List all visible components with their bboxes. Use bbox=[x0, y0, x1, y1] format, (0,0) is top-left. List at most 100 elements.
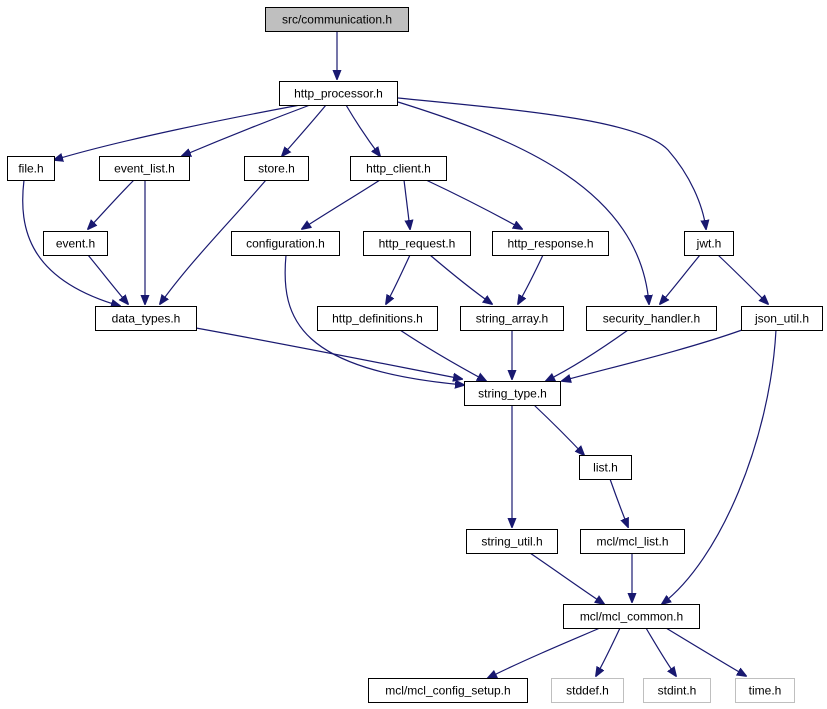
node-label: http_response.h bbox=[507, 237, 593, 251]
node-label: event.h bbox=[56, 237, 95, 251]
node-string-type-h[interactable]: string_type.h bbox=[464, 381, 561, 406]
node-box bbox=[231, 231, 340, 256]
edge-jwt-h-to-json-util-h bbox=[717, 254, 768, 304]
node-box bbox=[7, 156, 55, 181]
node-box bbox=[350, 156, 447, 181]
node-event-list-h[interactable]: event_list.h bbox=[99, 156, 190, 181]
node-label: string_util.h bbox=[481, 535, 542, 549]
node-http-processor-h[interactable]: http_processor.h bbox=[279, 81, 398, 106]
node-label: store.h bbox=[258, 162, 295, 176]
node-label: file.h bbox=[18, 162, 43, 176]
node-box bbox=[265, 7, 409, 32]
node-mcl-mcl-config-setup-h[interactable]: mcl/mcl_config_setup.h bbox=[368, 678, 528, 703]
edge-http-processor-h-to-file-h bbox=[54, 104, 301, 160]
node-jwt-h[interactable]: jwt.h bbox=[684, 231, 734, 256]
node-label: jwt.h bbox=[696, 237, 722, 251]
node-box bbox=[735, 678, 795, 703]
node-http-definitions-h[interactable]: http_definitions.h bbox=[317, 306, 438, 331]
edge-http-processor-h-to-http-client-h bbox=[345, 104, 380, 156]
node-label: event_list.h bbox=[114, 162, 175, 176]
node-box bbox=[741, 306, 823, 331]
edge-http-client-h-to-http-response-h bbox=[425, 179, 522, 229]
node-box bbox=[244, 156, 309, 181]
edge-file-h-to-data-types-h bbox=[22, 179, 120, 306]
edge-http-definitions-h-to-string-type-h bbox=[399, 329, 486, 381]
edge-http-request-h-to-string-array-h bbox=[429, 254, 492, 304]
node-box bbox=[460, 306, 564, 331]
edges-layer bbox=[22, 31, 777, 678]
node-label: http_client.h bbox=[366, 162, 431, 176]
edge-mcl-mcl-common-h-to-time-h bbox=[665, 627, 746, 676]
node-box bbox=[563, 604, 700, 629]
node-box bbox=[580, 529, 685, 554]
node-stddef-h[interactable]: stddef.h bbox=[551, 678, 624, 703]
node-label: http_definitions.h bbox=[332, 312, 423, 326]
node-box bbox=[95, 306, 197, 331]
edge-store-h-to-data-types-h bbox=[160, 179, 267, 304]
node-http-request-h[interactable]: http_request.h bbox=[363, 231, 471, 256]
node-box bbox=[279, 81, 398, 106]
node-label: string_array.h bbox=[476, 312, 548, 326]
node-label: http_request.h bbox=[379, 237, 456, 251]
edge-http-processor-h-to-security-handler-h bbox=[397, 101, 649, 304]
node-label: mcl/mcl_list.h bbox=[596, 535, 668, 549]
node-stdint-h[interactable]: stdint.h bbox=[643, 678, 711, 703]
node-http-response-h[interactable]: http_response.h bbox=[492, 231, 609, 256]
node-label: time.h bbox=[749, 684, 782, 698]
node-box bbox=[317, 306, 438, 331]
node-box bbox=[99, 156, 190, 181]
node-json-util-h[interactable]: json_util.h bbox=[741, 306, 823, 331]
node-string-array-h[interactable]: string_array.h bbox=[460, 306, 564, 331]
node-box bbox=[363, 231, 471, 256]
edge-http-processor-h-to-jwt-h bbox=[397, 97, 706, 229]
edge-event-list-h-to-event-h bbox=[88, 179, 135, 229]
node-string-util-h[interactable]: string_util.h bbox=[466, 529, 558, 554]
node-src-communication-h[interactable]: src/communication.h bbox=[265, 7, 409, 32]
node-list-h[interactable]: list.h bbox=[579, 455, 632, 480]
node-label: mcl/mcl_common.h bbox=[580, 610, 683, 624]
edge-http-client-h-to-configuration-h bbox=[302, 179, 381, 229]
node-data-types-h[interactable]: data_types.h bbox=[95, 306, 197, 331]
nodes-layer: src/communication.h http_processor.h file.… bbox=[7, 7, 823, 703]
edge-event-h-to-data-types-h bbox=[87, 254, 128, 304]
node-box bbox=[684, 231, 734, 256]
node-label: src/communication.h bbox=[282, 13, 392, 27]
node-box bbox=[43, 231, 108, 256]
edge-http-client-h-to-http-request-h bbox=[403, 179, 410, 229]
node-time-h[interactable]: time.h bbox=[735, 678, 795, 703]
node-label: stddef.h bbox=[566, 684, 609, 698]
node-box bbox=[466, 529, 558, 554]
edge-http-processor-h-to-event-list-h bbox=[182, 104, 311, 156]
node-label: security_handler.h bbox=[603, 312, 700, 326]
node-mcl-mcl-list-h[interactable]: mcl/mcl_list.h bbox=[580, 529, 685, 554]
edge-list-h-to-mcl-mcl-list-h bbox=[609, 478, 628, 527]
node-label: data_types.h bbox=[112, 312, 181, 326]
edge-configuration-h-to-string-type-h bbox=[284, 254, 464, 385]
node-box bbox=[492, 231, 609, 256]
edge-json-util-h-to-mcl-mcl-common-h bbox=[662, 329, 777, 604]
node-box bbox=[586, 306, 717, 331]
node-file-h[interactable]: file.h bbox=[7, 156, 55, 181]
node-store-h[interactable]: store.h bbox=[244, 156, 309, 181]
edge-http-processor-h-to-store-h bbox=[282, 104, 327, 156]
node-http-client-h[interactable]: http_client.h bbox=[350, 156, 447, 181]
edge-security-handler-h-to-string-type-h bbox=[546, 329, 629, 381]
edge-json-util-h-to-string-type-h bbox=[562, 329, 743, 381]
edge-string-type-h-to-list-h bbox=[533, 404, 584, 455]
edge-string-util-h-to-mcl-mcl-common-h bbox=[529, 552, 604, 604]
node-mcl-mcl-common-h[interactable]: mcl/mcl_common.h bbox=[563, 604, 700, 629]
node-configuration-h[interactable]: configuration.h bbox=[231, 231, 340, 256]
node-label: configuration.h bbox=[246, 237, 325, 251]
node-event-h[interactable]: event.h bbox=[43, 231, 108, 256]
edge-data-types-h-to-string-type-h bbox=[195, 327, 462, 379]
node-security-handler-h[interactable]: security_handler.h bbox=[586, 306, 717, 331]
edge-mcl-mcl-common-h-to-stddef-h bbox=[596, 627, 621, 676]
edge-mcl-mcl-common-h-to-mcl-mcl-config-setup-h bbox=[488, 627, 601, 678]
edge-mcl-mcl-common-h-to-stdint-h bbox=[645, 627, 676, 676]
edge-http-response-h-to-string-array-h bbox=[518, 254, 544, 304]
edge-http-request-h-to-http-definitions-h bbox=[386, 254, 411, 304]
node-label: stdint.h bbox=[658, 684, 697, 698]
node-box bbox=[551, 678, 624, 703]
node-label: list.h bbox=[593, 461, 618, 475]
